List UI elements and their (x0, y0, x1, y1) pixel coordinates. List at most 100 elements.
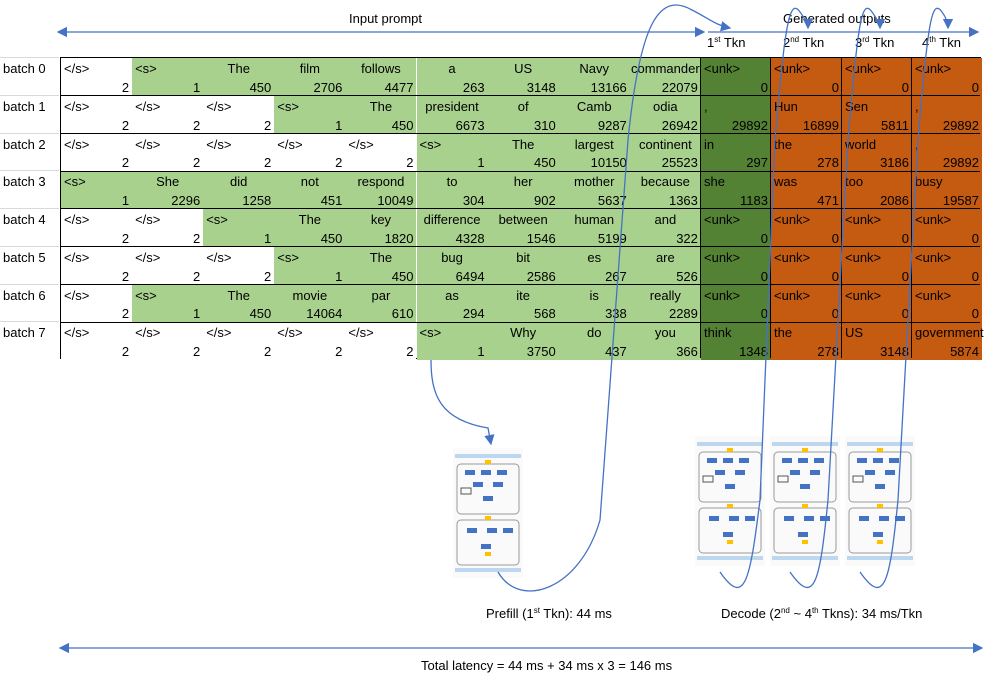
tkn-column-header-1: 1st Tkn (707, 35, 746, 50)
token-id: 267 (605, 268, 627, 284)
decode-loop-3-arrow (859, 7, 954, 589)
batch-label: batch 1 (0, 94, 59, 133)
generated-token-cell: <unk> 0 (912, 209, 982, 247)
token-id: 10150 (590, 155, 627, 171)
token-text: in (704, 136, 715, 152)
token-text: </s> (206, 136, 232, 152)
token-text: <unk> (774, 249, 811, 265)
prefill-caption: Prefill (1st Tkn): 44 ms (486, 606, 612, 621)
token-text: , (915, 98, 919, 114)
generated-token-cell: <unk>0 (912, 246, 982, 285)
tkn-column-header-4: 4th Tkn (922, 35, 961, 50)
token-id: 0 (760, 268, 768, 284)
token-id: 437 (605, 344, 627, 359)
token-text: </s> (135, 212, 161, 227)
token-id: 10049 (377, 193, 414, 208)
token-text: </s> (348, 325, 374, 341)
token-id: 0 (971, 230, 979, 246)
token-text: and (654, 212, 677, 227)
token-text: too (845, 174, 864, 190)
prompt-token-cell: </s>2 (132, 133, 204, 172)
prompt-token-cell: <s>1 (274, 246, 346, 285)
prefill-model-thumbnail (453, 448, 523, 578)
token-text: <s> (419, 325, 442, 341)
token-id: 1 (192, 79, 201, 95)
first-token-cell: <unk>0 (701, 284, 771, 323)
token-id: 2 (264, 155, 272, 171)
row-separator (61, 283, 980, 285)
token-text: US (845, 325, 864, 341)
row-separator (61, 246, 980, 247)
prompt-token-cell: <s>1 (416, 322, 488, 360)
token-text: Navy (579, 61, 610, 76)
prompt-token-cell: </s>2 (132, 209, 204, 247)
token-id: 902 (533, 193, 556, 208)
token-text: <unk> (704, 249, 741, 265)
token-id: 16899 (802, 117, 839, 133)
token-id: 29892 (731, 117, 768, 133)
token-id: 2 (121, 117, 130, 133)
token-text: </s> (135, 249, 161, 265)
token-id: 2 (192, 344, 201, 359)
token-text: is (589, 287, 599, 303)
generated-token-cell: <unk>0 (771, 284, 842, 323)
token-id: 1 (335, 117, 343, 133)
token-text: <s> (277, 249, 299, 265)
token-id: 4328 (455, 230, 485, 246)
token-text: <unk> (845, 287, 882, 303)
decode-model-thumbnail (845, 436, 915, 566)
token-text: <unk> (774, 287, 811, 303)
token-id: 450 (391, 117, 414, 133)
token-text: <unk> (915, 212, 952, 227)
token-id: 0 (760, 79, 768, 95)
token-id: 2706 (313, 79, 343, 95)
prompt-token-cell: </s>2 (203, 246, 275, 285)
token-id: 278 (817, 155, 839, 171)
batch-label: batch 4 (0, 208, 59, 246)
token-text: continent (638, 136, 692, 152)
token-text: es (587, 249, 602, 265)
token-id: 6494 (455, 268, 485, 284)
token-text: key (370, 212, 392, 227)
token-id: 568 (533, 306, 556, 322)
token-text: The (227, 287, 250, 303)
token-text: really (649, 287, 681, 303)
token-id: 29892 (942, 155, 979, 171)
token-id: 451 (320, 193, 343, 208)
token-text: </s> (64, 287, 90, 303)
token-id: 294 (462, 306, 485, 322)
token-id: 1348 (739, 344, 768, 359)
prompt-token-cell: </s>2 (274, 133, 346, 172)
token-text: Hun (774, 98, 798, 114)
token-id: 3148 (880, 344, 909, 359)
token-text: <unk> (845, 212, 882, 227)
tkn-column-header-3: 3rd Tkn (855, 35, 895, 50)
token-text: busy (915, 174, 943, 190)
token-id: 2 (192, 268, 201, 284)
prompt-token-cell: </s> 2 (132, 246, 204, 285)
token-text: did (230, 174, 248, 190)
token-text: <s> (277, 98, 299, 114)
token-id: 0 (971, 79, 979, 95)
token-text: <unk> (774, 61, 811, 76)
token-id: 0 (971, 306, 979, 322)
decode-loop-1-arrow (719, 7, 814, 589)
token-id: 0 (901, 230, 909, 246)
